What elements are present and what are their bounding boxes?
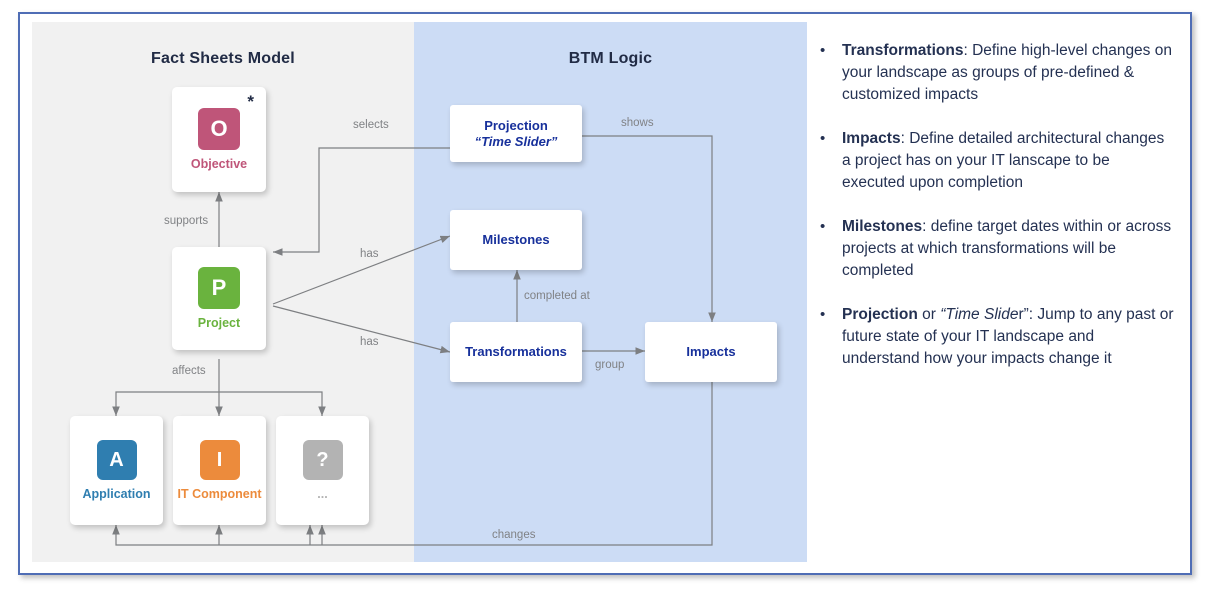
node-application[interactable]: A Application — [70, 416, 163, 525]
edge-label-completed-at: completed at — [524, 290, 590, 302]
project-glyph-icon: P — [198, 266, 240, 309]
panel-btm-logic: BTM Logic — [414, 22, 807, 562]
node-projection[interactable]: Projection “Time Slider” — [450, 105, 582, 162]
slide-frame: Fact Sheets Model BTM Logic — [18, 12, 1192, 575]
node-milestones[interactable]: Milestones — [450, 210, 582, 270]
edge-label-has-transformations: has — [360, 336, 379, 348]
node-impacts-title: Impacts — [686, 344, 736, 360]
bullet-text: Impacts: Define detailed architectural c… — [842, 130, 1165, 191]
edge-label-has-milestones: has — [360, 248, 379, 260]
edge-label-changes: changes — [492, 529, 536, 541]
bullet-marker-icon: • — [820, 306, 826, 323]
node-project[interactable]: P Project — [172, 247, 266, 350]
panel-btm-logic-title: BTM Logic — [568, 50, 653, 67]
objective-glyph-icon: O — [198, 107, 240, 150]
objective-asterisk-icon: * — [247, 92, 254, 111]
node-impacts[interactable]: Impacts — [645, 322, 777, 382]
bullet-marker-icon: • — [820, 218, 826, 235]
edge-label-shows: shows — [621, 117, 654, 129]
bullet-item: • Projection or “Time Slider”: Jump to an… — [820, 304, 1175, 370]
node-objective[interactable]: * O Objective — [172, 87, 266, 192]
it-component-glyph-icon: I — [199, 439, 240, 480]
application-glyph-icon: A — [96, 439, 137, 480]
bullet-text: Projection or “Time Slider”: Jump to any… — [842, 306, 1174, 367]
node-projection-title: Projection — [484, 117, 548, 133]
bullet-text: Transformations: Define high-level chang… — [842, 42, 1172, 103]
bullet-item: • Transformations: Define high-level chan… — [820, 40, 1175, 106]
edge-label-group: group — [595, 359, 625, 371]
explanation-list: • Transformations: Define high-level chan… — [820, 40, 1175, 392]
node-it-component[interactable]: I IT Component — [173, 416, 266, 525]
node-projection-subtitle: “Time Slider” — [474, 133, 558, 149]
edge-label-supports: supports — [164, 215, 209, 227]
node-other-factsheet[interactable]: ? ... — [276, 416, 369, 525]
node-milestones-title: Milestones — [482, 232, 550, 248]
bullet-item: • Impacts: Define detailed architectural … — [820, 128, 1175, 194]
node-objective-label: Objective — [190, 156, 248, 171]
node-it-component-label: IT Component — [177, 486, 262, 501]
other-glyph-icon: ? — [302, 439, 343, 480]
bullet-marker-icon: • — [820, 130, 826, 147]
node-project-label: Project — [197, 315, 241, 330]
edge-label-affects: affects — [172, 365, 206, 377]
node-application-label: Application — [82, 486, 151, 501]
panel-fact-sheets-title: Fact Sheets Model — [151, 50, 295, 67]
edge-label-selects: selects — [353, 119, 389, 131]
node-other-label: ... — [317, 486, 328, 501]
node-transformations-title: Transformations — [465, 344, 567, 360]
bullet-item: • Milestones: define target dates within … — [820, 216, 1175, 282]
bullet-marker-icon: • — [820, 42, 826, 59]
bullet-text: Milestones: define target dates within o… — [842, 218, 1172, 279]
node-transformations[interactable]: Transformations — [450, 322, 582, 382]
